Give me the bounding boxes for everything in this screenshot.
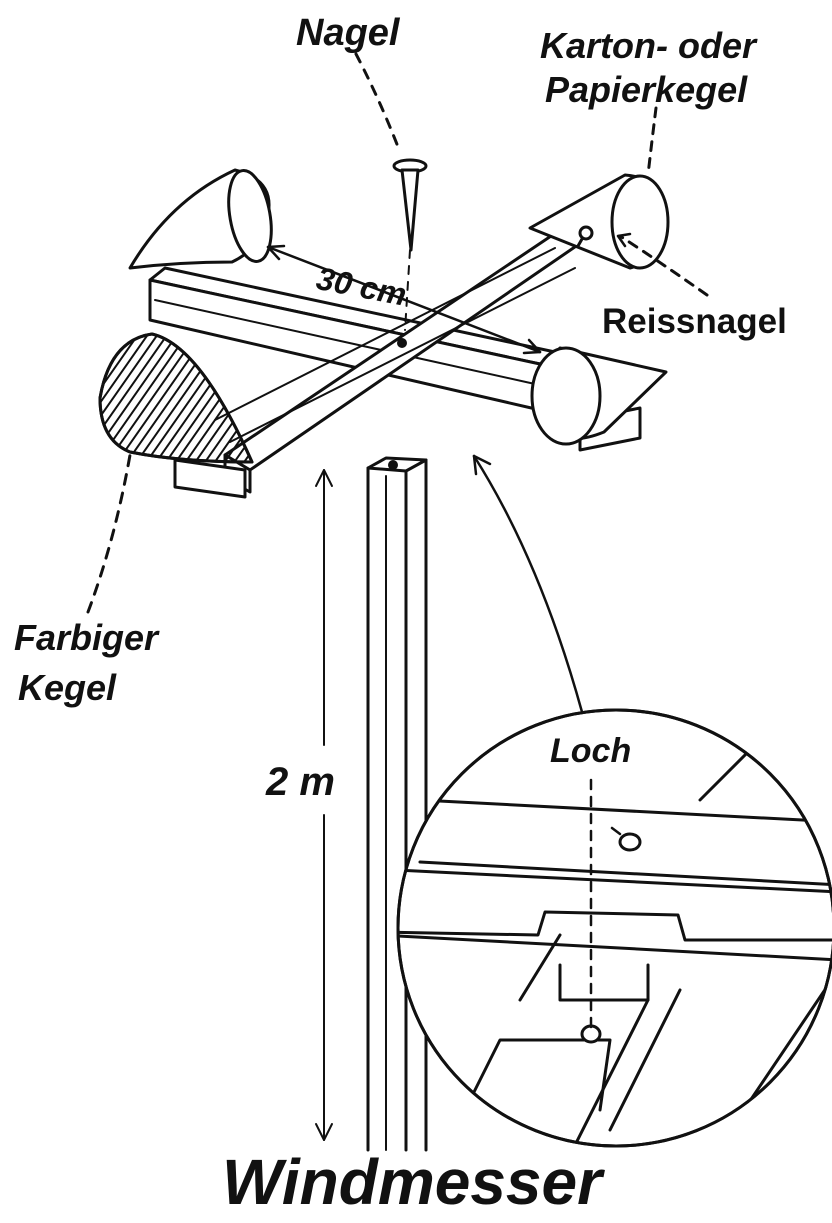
diagram-title: Windmesser	[222, 1146, 602, 1218]
leader-cone	[646, 106, 658, 177]
cone-label-line2: Papierkegel	[545, 69, 748, 110]
cone-front-right	[530, 346, 668, 446]
thumbtack-label: Reissnagel	[602, 302, 787, 341]
leader-thumbtack-head	[616, 232, 632, 248]
hole-label: Loch	[550, 732, 632, 770]
nail-label: Nagel	[296, 12, 400, 54]
detail-lens	[396, 708, 832, 1148]
wind-cross	[148, 228, 642, 499]
cone-front-left-colored	[98, 332, 254, 464]
pole	[366, 456, 428, 1152]
nail	[354, 52, 428, 331]
cone-label-line1: Karton- oder	[540, 25, 756, 66]
distance-arrow	[266, 244, 542, 355]
colored-cone-label-line1: Farbiger	[14, 617, 159, 658]
cone-back-left	[128, 168, 273, 270]
leader-colored-cone	[86, 453, 132, 614]
height-arrow	[315, 469, 333, 1141]
detail-arrow	[472, 454, 584, 714]
colored-cone-label-line2: Kegel	[18, 667, 117, 708]
leader-thumbtack	[618, 234, 709, 297]
height-label: 2 m	[266, 760, 335, 804]
